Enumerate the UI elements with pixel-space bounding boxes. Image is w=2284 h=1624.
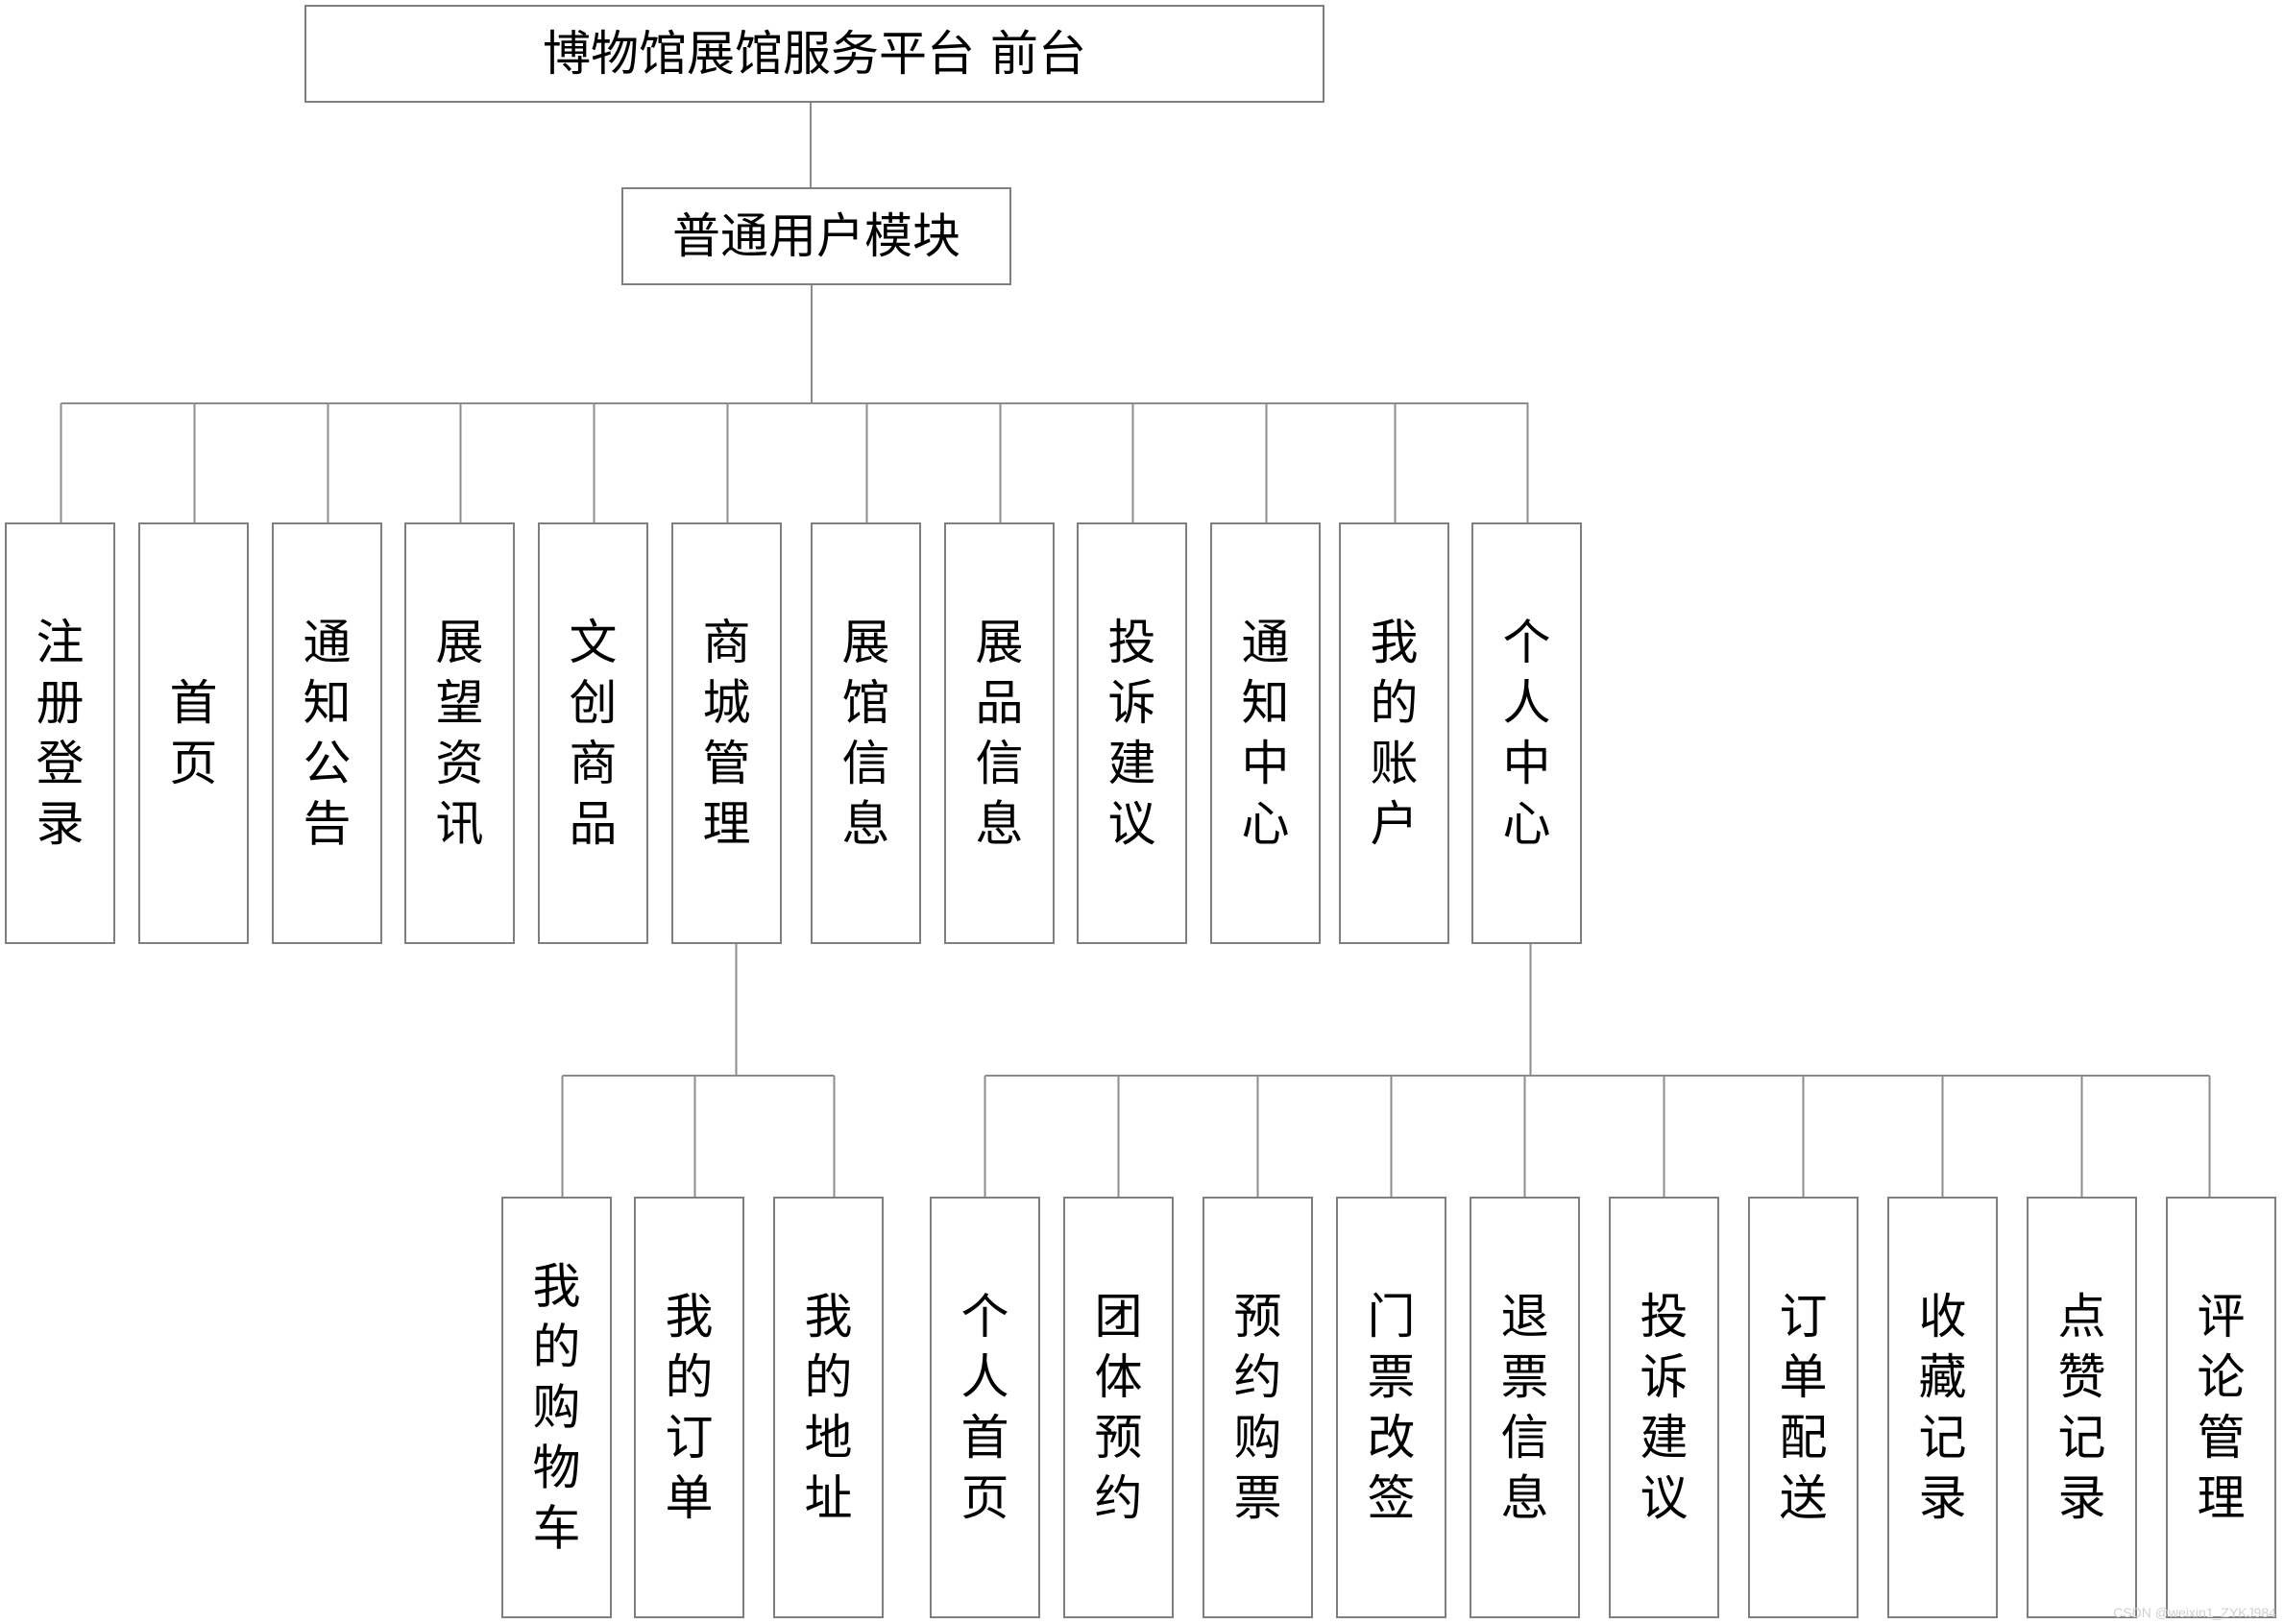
node-like-box bbox=[2027, 1197, 2137, 1618]
node-creative: 文创商品 bbox=[538, 522, 648, 944]
node-group: 团体预约 bbox=[1063, 1197, 1174, 1618]
node-change: 门票改签 bbox=[1336, 1197, 1446, 1618]
module-node: 普通用户模块 bbox=[621, 187, 1011, 285]
node-comment-label: 评论管理 bbox=[2198, 1289, 2246, 1526]
node-complaint-label: 投诉建议 bbox=[1108, 615, 1156, 852]
node-change-box bbox=[1336, 1197, 1446, 1618]
node-personal-label: 个人中心 bbox=[1503, 615, 1551, 852]
node-orders: 我的订单 bbox=[634, 1197, 744, 1618]
node-group-label: 团体预约 bbox=[1095, 1289, 1143, 1526]
node-profile: 个人首页 bbox=[930, 1197, 1040, 1618]
node-ticket-box bbox=[1203, 1197, 1313, 1618]
node-exhibit-label: 展品信息 bbox=[976, 615, 1024, 852]
node-address: 我的地址 bbox=[773, 1197, 884, 1618]
module-node-label: 普通用户模块 bbox=[672, 208, 960, 264]
node-group-box bbox=[1063, 1197, 1174, 1618]
node-creative-box bbox=[538, 522, 648, 944]
node-profile-box bbox=[930, 1197, 1040, 1618]
node-ticket-label: 预约购票 bbox=[1234, 1289, 1282, 1526]
node-account-label: 我的账户 bbox=[1371, 615, 1419, 852]
node-home-label: 首页 bbox=[170, 675, 218, 791]
node-comment: 评论管理 bbox=[2166, 1197, 2276, 1618]
node-mall-label: 商城管理 bbox=[703, 615, 751, 852]
node-register: 注册登录 bbox=[5, 522, 115, 944]
node-complaint: 投诉建议 bbox=[1077, 522, 1187, 944]
node-mall: 商城管理 bbox=[671, 522, 782, 944]
node-refund-label: 退票信息 bbox=[1501, 1289, 1549, 1526]
node-complaint2: 投诉建议 bbox=[1609, 1197, 1719, 1618]
node-notice-box bbox=[272, 522, 382, 944]
node-account: 我的账户 bbox=[1339, 522, 1449, 944]
node-ticket: 预约购票 bbox=[1203, 1197, 1313, 1618]
node-like: 点赞记录 bbox=[2027, 1197, 2137, 1618]
node-home-box bbox=[138, 522, 249, 944]
node-complaint2-label: 投诉建议 bbox=[1640, 1289, 1689, 1526]
node-change-label: 门票改签 bbox=[1368, 1289, 1416, 1526]
connector-lines bbox=[60, 102, 2211, 1198]
node-delivery-label: 订单配送 bbox=[1780, 1289, 1828, 1526]
node-personal-box bbox=[1471, 522, 1582, 944]
node-mall-box bbox=[671, 522, 782, 944]
module-node-box bbox=[621, 187, 1011, 285]
node-venue: 展馆信息 bbox=[811, 522, 921, 944]
node-venue-label: 展馆信息 bbox=[842, 615, 890, 852]
node-personal: 个人中心 bbox=[1471, 522, 1582, 944]
root-node: 博物馆展馆服务平台 前台 bbox=[304, 5, 1324, 103]
node-favorite-box bbox=[1887, 1197, 1998, 1618]
node-refund: 退票信息 bbox=[1470, 1197, 1580, 1618]
node-profile-label: 个人首页 bbox=[961, 1289, 1009, 1526]
node-refund-box bbox=[1470, 1197, 1580, 1618]
node-cart: 我的购物车 bbox=[501, 1197, 612, 1618]
node-register-box bbox=[5, 522, 115, 944]
node-delivery: 订单配送 bbox=[1748, 1197, 1859, 1618]
node-address-box bbox=[773, 1197, 884, 1618]
node-orders-label: 我的订单 bbox=[666, 1289, 714, 1526]
node-notice: 通知公告 bbox=[272, 522, 382, 944]
root-node-box bbox=[304, 5, 1324, 103]
watermark: CSDN @weixin1_ZYKJ984 bbox=[2113, 1605, 2276, 1620]
node-account-box bbox=[1339, 522, 1449, 944]
node-address-label: 我的地址 bbox=[805, 1289, 853, 1526]
root-node-label: 博物馆展馆服务平台 前台 bbox=[543, 26, 1086, 82]
node-delivery-box bbox=[1748, 1197, 1859, 1618]
node-msgcenter-box bbox=[1210, 522, 1321, 944]
node-exhibit-box bbox=[944, 522, 1055, 944]
node-notice-label: 通知公告 bbox=[304, 615, 352, 852]
node-news-box bbox=[404, 522, 515, 944]
node-favorite-label: 收藏记录 bbox=[1919, 1289, 1967, 1526]
node-news: 展望资讯 bbox=[404, 522, 515, 944]
node-venue-box bbox=[811, 522, 921, 944]
node-complaint2-box bbox=[1609, 1197, 1719, 1618]
node-like-label: 点赞记录 bbox=[2058, 1289, 2106, 1526]
node-msgcenter-label: 通知中心 bbox=[1242, 615, 1290, 852]
node-complaint-box bbox=[1077, 522, 1187, 944]
node-home: 首页 bbox=[138, 522, 249, 944]
node-favorite: 收藏记录 bbox=[1887, 1197, 1998, 1618]
node-cart-label: 我的购物车 bbox=[533, 1259, 581, 1557]
node-register-label: 注册登录 bbox=[36, 615, 85, 852]
node-msgcenter: 通知中心 bbox=[1210, 522, 1321, 944]
node-creative-label: 文创商品 bbox=[570, 615, 618, 852]
node-cart-box bbox=[501, 1197, 612, 1618]
node-orders-box bbox=[634, 1197, 744, 1618]
node-news-label: 展望资讯 bbox=[436, 615, 484, 852]
node-exhibit: 展品信息 bbox=[944, 522, 1055, 944]
node-comment-box bbox=[2166, 1197, 2276, 1618]
